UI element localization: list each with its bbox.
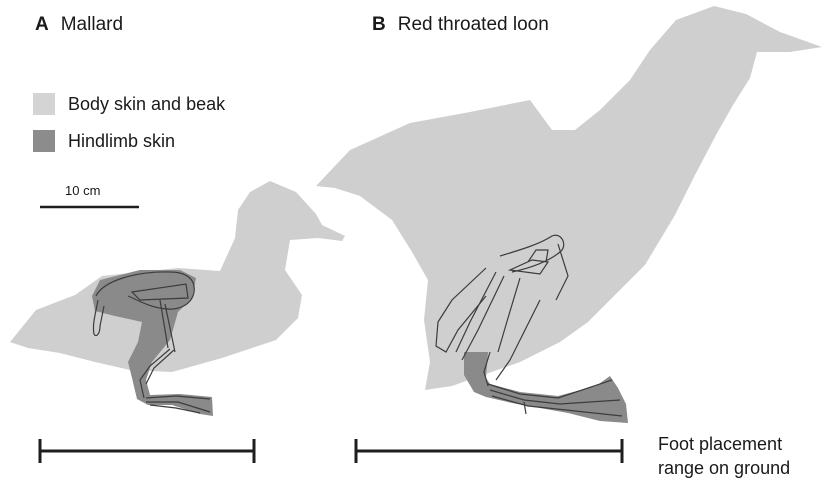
loon-body-silhouette — [316, 6, 822, 390]
foot-placement-annotation: Foot placement range on ground — [658, 432, 790, 480]
legend: Body skin and beak Hindlimb skin — [33, 91, 225, 165]
scale-bar-label: 10 cm — [65, 183, 100, 198]
foot-range-bar-loon — [356, 439, 622, 463]
legend-item-hindlimb-skin: Hindlimb skin — [33, 128, 225, 154]
panel-a-title: A Mallard — [35, 14, 123, 36]
foot-placement-line-1: Foot placement — [658, 432, 790, 456]
foot-placement-line-2: range on ground — [658, 456, 790, 480]
panel-b-letter: B — [372, 14, 386, 35]
panel-b-title: B Red throated loon — [372, 14, 549, 36]
panel-b-name: Red throated loon — [398, 14, 549, 35]
mallard-illustration — [10, 181, 345, 416]
legend-label-hindlimb-skin: Hindlimb skin — [68, 131, 175, 152]
legend-swatch-body-skin — [33, 93, 55, 115]
panel-a-letter: A — [35, 14, 49, 35]
legend-item-body-skin: Body skin and beak — [33, 91, 225, 117]
legend-label-body-skin: Body skin and beak — [68, 94, 225, 115]
panel-a-name: Mallard — [61, 14, 123, 35]
legend-swatch-hindlimb-skin — [33, 130, 55, 152]
foot-range-bar-mallard — [40, 439, 254, 463]
loon-illustration — [316, 6, 822, 423]
